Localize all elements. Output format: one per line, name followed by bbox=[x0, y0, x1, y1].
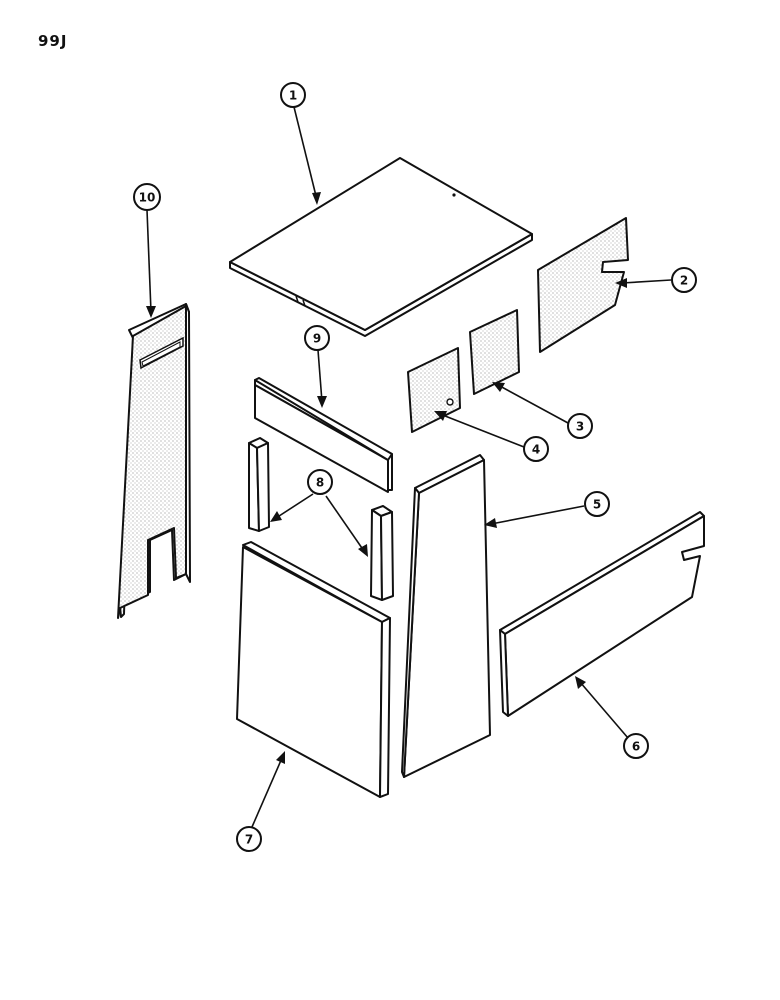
svg-text:7: 7 bbox=[245, 833, 253, 847]
callout-5: 5 bbox=[584, 491, 610, 517]
part-3-insulation-pad bbox=[469, 309, 520, 395]
part-8-block-left bbox=[248, 437, 270, 532]
svg-text:4: 4 bbox=[532, 443, 540, 457]
leader-lines bbox=[146, 106, 672, 828]
callout-9: 9 bbox=[304, 325, 330, 351]
svg-text:2: 2 bbox=[680, 274, 688, 288]
svg-text:1: 1 bbox=[289, 89, 297, 103]
callout-1: 1 bbox=[280, 82, 306, 108]
part-6-lower-side-panel bbox=[499, 511, 705, 717]
part-5-corner-panel bbox=[401, 454, 491, 778]
part-7-front-panel bbox=[236, 541, 391, 798]
callout-8: 8 bbox=[307, 469, 333, 495]
svg-text:10: 10 bbox=[139, 191, 156, 205]
svg-text:8: 8 bbox=[316, 476, 324, 490]
part-8-block-right bbox=[370, 505, 394, 601]
callout-4: 4 bbox=[523, 436, 549, 462]
callout-3: 3 bbox=[567, 413, 593, 439]
callout-10: 10 bbox=[133, 183, 161, 211]
callout-7: 7 bbox=[236, 826, 262, 852]
svg-text:6: 6 bbox=[632, 740, 640, 754]
part-1-roof-panel bbox=[229, 157, 533, 337]
svg-text:3: 3 bbox=[576, 420, 584, 434]
part-2-side-panel bbox=[537, 217, 629, 353]
svg-text:5: 5 bbox=[593, 498, 601, 512]
svg-text:9: 9 bbox=[313, 332, 321, 346]
part-10-end-panel bbox=[117, 303, 191, 619]
callout-2: 2 bbox=[671, 267, 697, 293]
part-9-header-board bbox=[254, 377, 393, 493]
callout-6: 6 bbox=[623, 733, 649, 759]
page-code: 99J bbox=[38, 32, 68, 50]
